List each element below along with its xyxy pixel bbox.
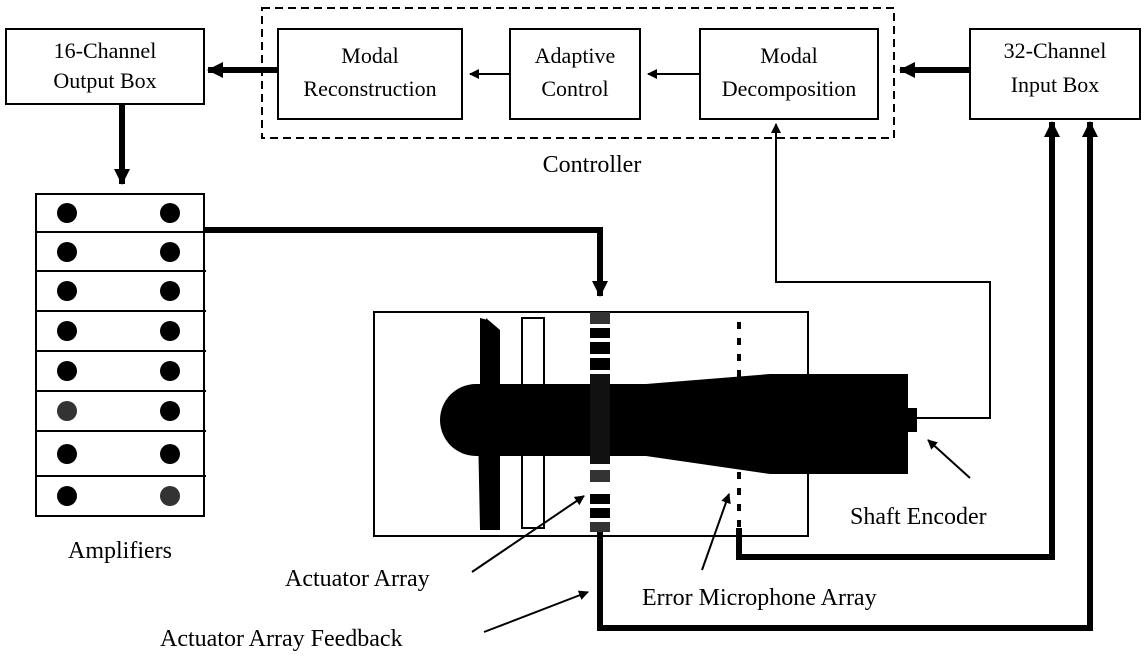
modal-decomposition-line1: Modal <box>760 43 817 68</box>
adaptive-control-line2: Control <box>541 76 608 101</box>
modal-reconstruction-line1: Modal <box>341 43 398 68</box>
output-box-line1: 16-Channel <box>54 38 157 63</box>
output-box: 16-Channel Output Box <box>5 28 205 105</box>
pointer-actuator-array <box>471 495 585 573</box>
modal-decomposition-line2: Decomposition <box>722 76 856 101</box>
fan-model <box>440 317 917 530</box>
error-microphone-array-label: Error Microphone Array <box>642 585 877 611</box>
pointer-error-microphones <box>701 493 731 571</box>
adaptive-control-line1: Adaptive <box>535 43 616 68</box>
shaft-encoder-label: Shaft Encoder <box>850 504 987 530</box>
adaptive-control-block: Adaptive Control <box>509 28 641 120</box>
arrow-microphones-to-input <box>736 121 1060 560</box>
amplifiers-label: Amplifiers <box>68 538 172 564</box>
arrow-amplifiers-to-actuator <box>204 227 608 297</box>
amplifier-rack <box>35 193 206 517</box>
output-box-line2: Output Box <box>53 68 156 93</box>
modal-reconstruction-line2: Reconstruction <box>303 76 436 101</box>
pointer-shaft-encoder <box>927 439 971 479</box>
modal-decomposition-block: Modal Decomposition <box>699 28 879 120</box>
input-box-line2: Input Box <box>1011 72 1100 97</box>
arrow-feedback-to-input <box>597 121 1098 631</box>
pointer-actuator-feedback <box>483 590 589 633</box>
input-box-line1: 32-Channel <box>1004 38 1107 63</box>
actuator-array <box>590 312 610 532</box>
line-encoder-to-decomposition <box>771 123 991 419</box>
actuator-array-label: Actuator Array <box>285 566 430 592</box>
error-microphone-array <box>737 322 741 527</box>
modal-reconstruction-block: Modal Reconstruction <box>277 28 463 120</box>
actuator-array-feedback-label: Actuator Array Feedback <box>160 626 403 652</box>
input-box: 32-Channel Input Box <box>969 28 1141 120</box>
controller-label: Controller <box>543 152 642 178</box>
